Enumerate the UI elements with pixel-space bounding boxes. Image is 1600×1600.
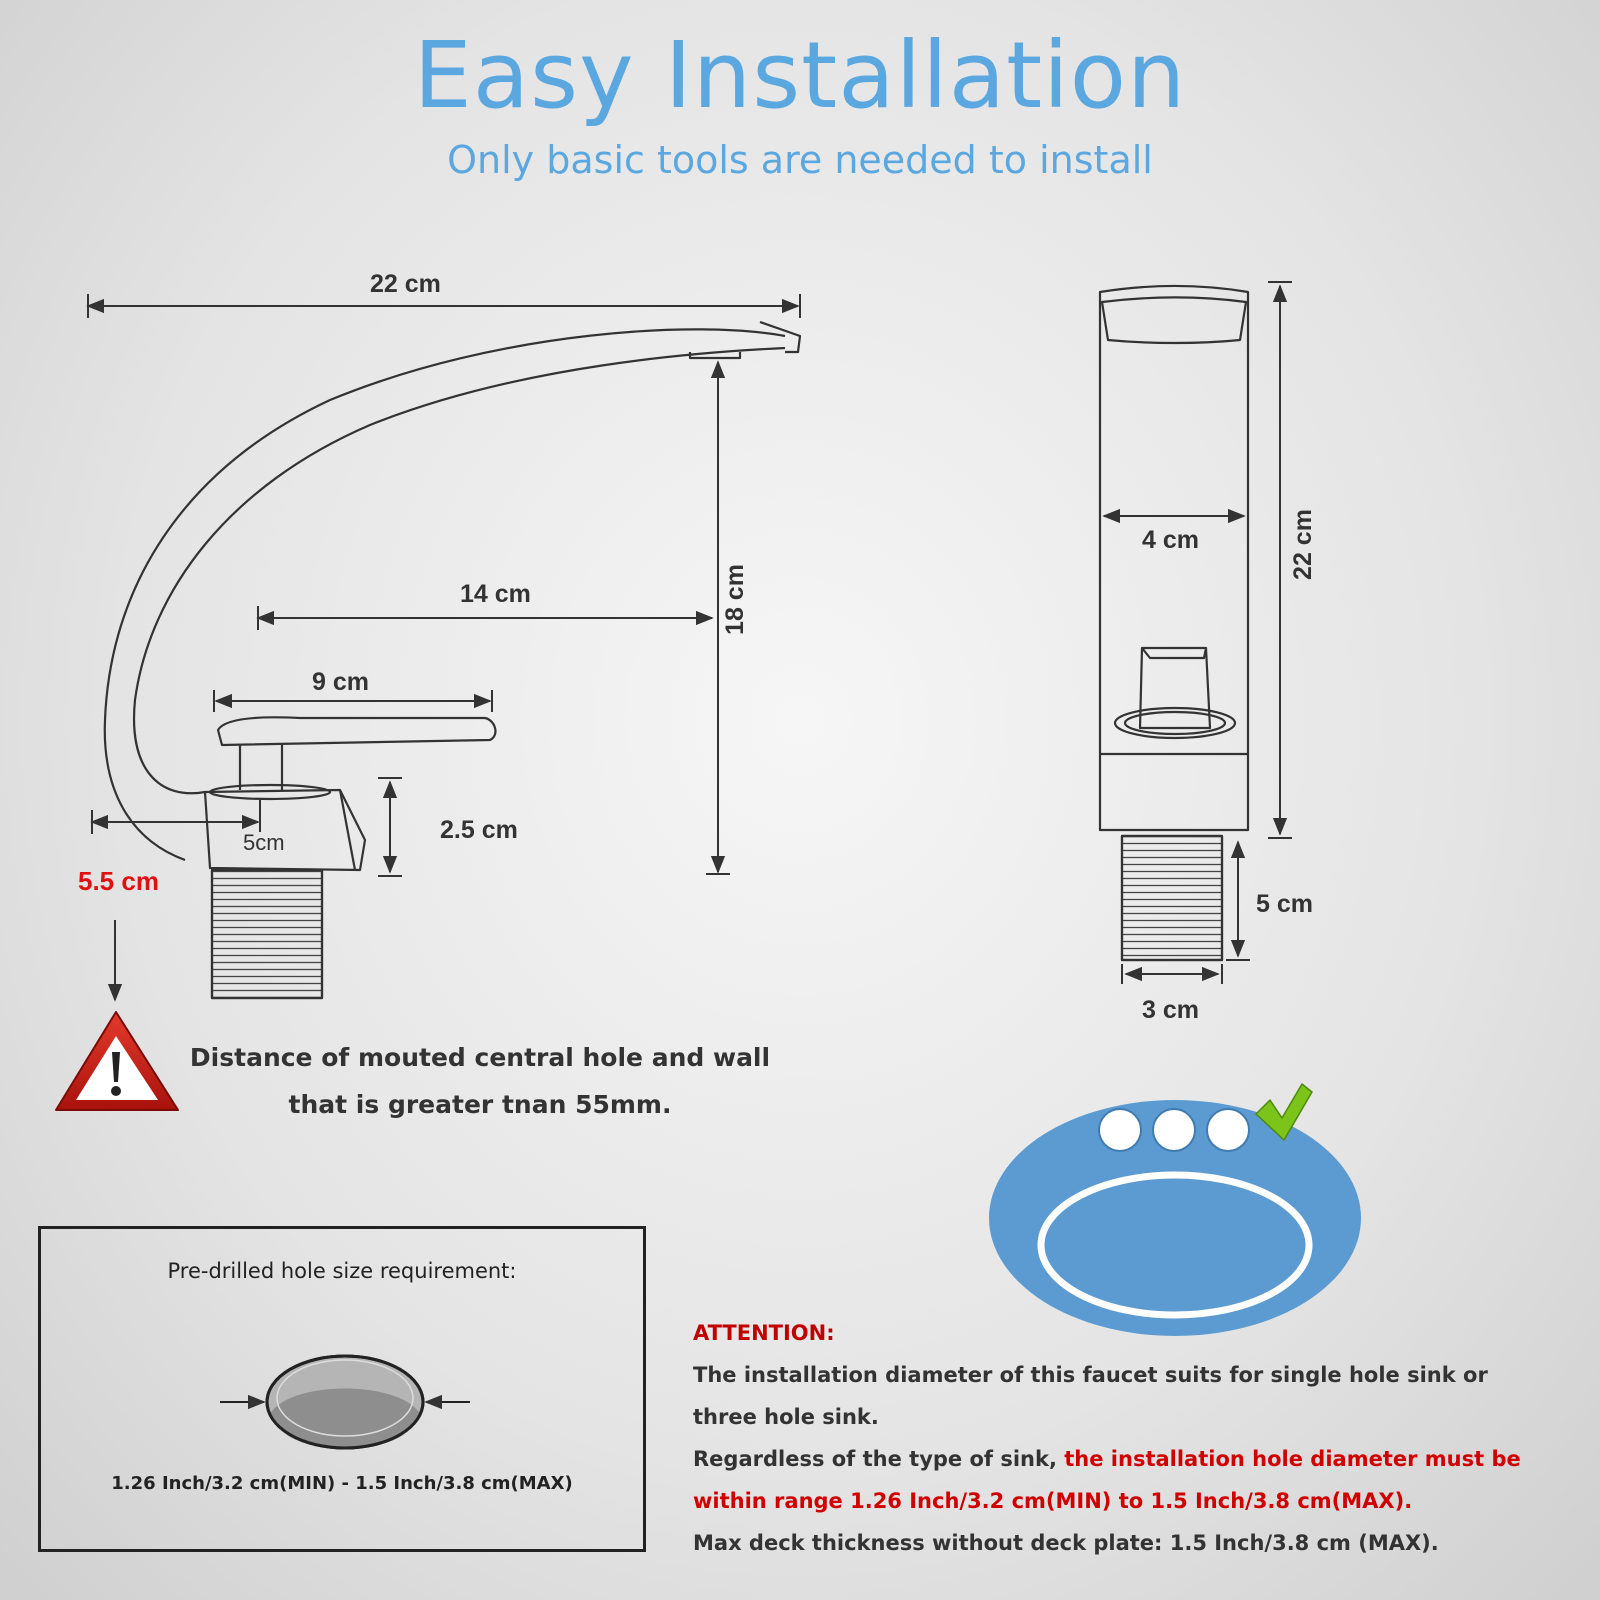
base-offset-label: 5cm (243, 830, 285, 855)
front-view-faucet (1098, 284, 1250, 962)
wall-distance-label: 5.5 cm (78, 866, 159, 896)
wall-distance-warning: Distance of mouted central hole and wall… (180, 1034, 780, 1128)
sink-icon (989, 1100, 1361, 1336)
hole-size-range: 1.26 Inch/3.2 cm(MIN) - 1.5 Inch/3.8 cm(… (111, 1473, 573, 1494)
reach-label: 14 cm (460, 580, 531, 608)
front-view-dimension-lines (1099, 281, 1292, 984)
side-view-dimension-lines (86, 294, 801, 1002)
spout-length-label: 22 cm (370, 270, 441, 298)
attention-line-5: Max deck thickness without deck plate: 1… (693, 1531, 1439, 1555)
front-height-label: 22 cm (1288, 509, 1317, 580)
base-height-label: 2.5 cm (440, 816, 518, 844)
front-width-label: 4 cm (1142, 526, 1199, 554)
height-label: 18 cm (720, 564, 749, 635)
attention-line-2: three hole sink. (693, 1405, 879, 1429)
attention-line-3-highlight: the installation hole diameter must be (1064, 1447, 1521, 1471)
attention-line-4: within range 1.26 Inch/3.2 cm(MIN) to 1.… (693, 1489, 1413, 1513)
page-title: Easy Installation (413, 22, 1187, 129)
hole-size-title: Pre-drilled hole size requirement: (167, 1259, 517, 1283)
warning-line-2: that is greater tnan 55mm. (288, 1090, 672, 1119)
check-mark-icon (1255, 1083, 1313, 1141)
attention-notes: ATTENTION: The installation diameter of … (693, 1312, 1573, 1564)
thread-length-label: 5 cm (1256, 890, 1313, 918)
attention-line-1: The installation diameter of this faucet… (693, 1363, 1488, 1387)
attention-heading: ATTENTION: (693, 1321, 835, 1345)
attention-line-3: Regardless of the type of sink, the inst… (693, 1438, 1573, 1480)
page-subtitle: Only basic tools are needed to install (447, 138, 1153, 182)
drilled-hole-icon (265, 1354, 425, 1450)
warning-line-1: Distance of mouted central hole and wall (189, 1043, 771, 1072)
warning-icon (55, 1011, 179, 1111)
handle-length-label: 9 cm (312, 668, 369, 696)
side-view-faucet (103, 320, 802, 1000)
attention-line-3-prefix: Regardless of the type of sink, (693, 1447, 1065, 1471)
hole-size-requirement-box: Pre-drilled hole size requirement: 1.26 … (38, 1226, 646, 1552)
thread-width-label: 3 cm (1142, 996, 1199, 1024)
